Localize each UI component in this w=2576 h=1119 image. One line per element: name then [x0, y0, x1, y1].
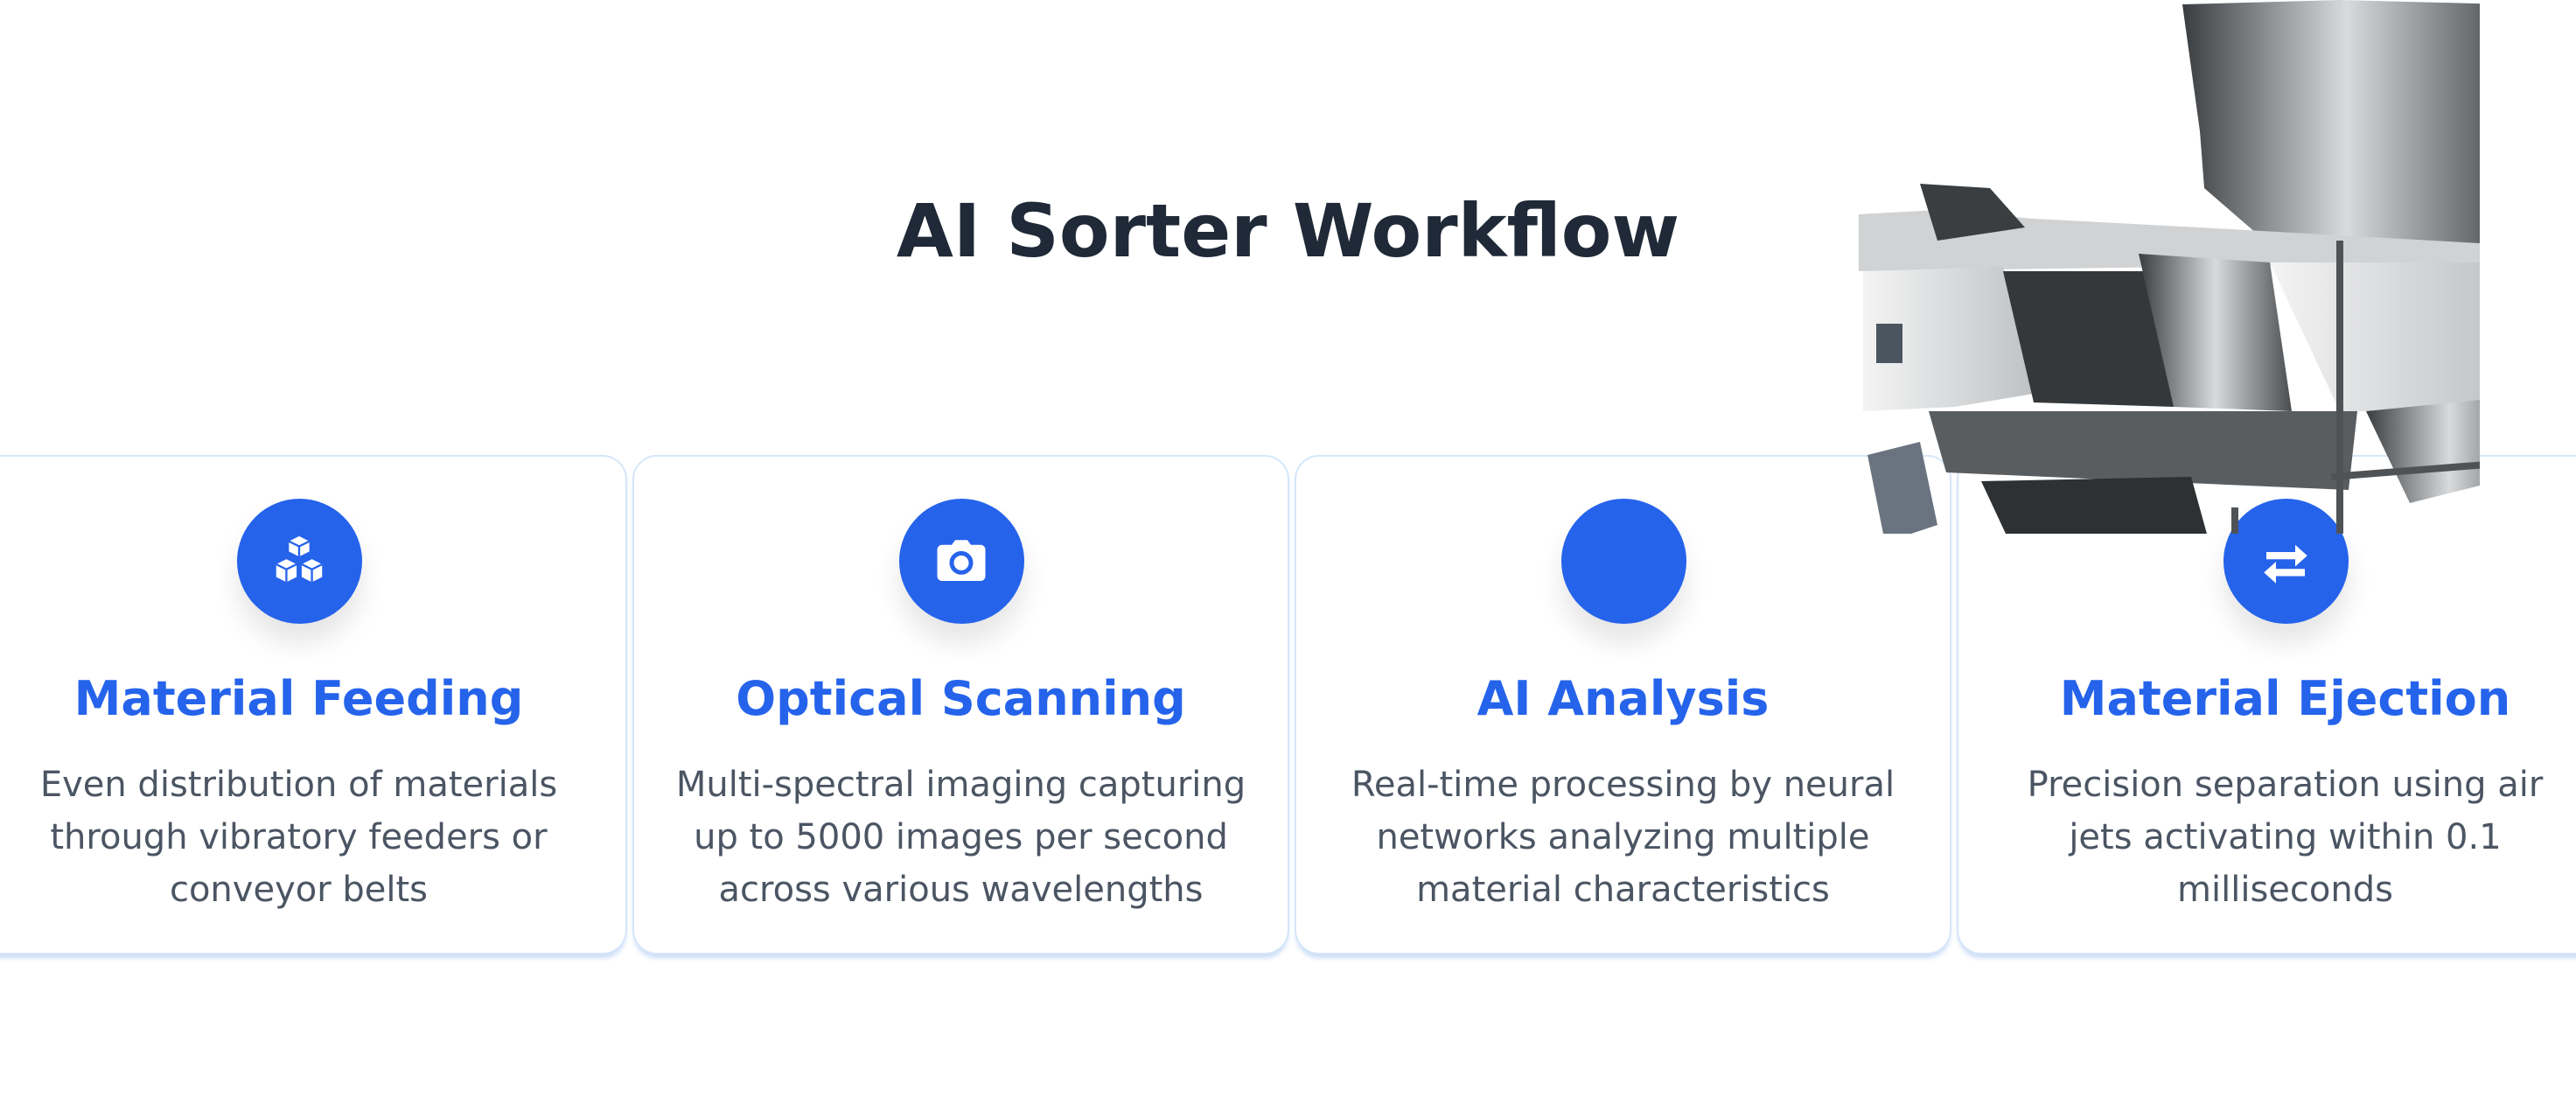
step-title: Optical Scanning: [736, 671, 1186, 726]
step-title: Material Feeding: [73, 671, 524, 726]
step-card-material-feeding: Material Feeding Even distribution of ma…: [0, 455, 627, 955]
step-card-material-ejection: Material Ejection Precision separation u…: [1957, 455, 2576, 955]
step-description: Multi-spectral imaging capturing up to 5…: [675, 765, 1246, 910]
step-card-ai-analysis: AI Analysis Real-time processing by neur…: [1295, 455, 1951, 955]
step-title: AI Analysis: [1476, 671, 1770, 726]
step-card-optical-scanning: Optical Scanning Multi-spectral imaging …: [632, 455, 1289, 955]
brain-icon: [1560, 499, 1686, 624]
exchange-arrows-icon: [2223, 499, 2349, 624]
sorter-machine-image: [1859, 0, 2480, 534]
section-title: AI Sorter Workflow: [896, 188, 1680, 274]
camera-icon: [898, 499, 1024, 624]
step-description: Even distribution of materials through v…: [39, 765, 558, 910]
step-description: Real-time processing by neural networks …: [1351, 765, 1895, 910]
workflow-steps: Material Feeding Even distribution of ma…: [0, 455, 2576, 955]
cubes-icon: [236, 499, 362, 624]
step-description: Precision separation using air jets acti…: [2027, 765, 2544, 910]
step-title: Material Ejection: [2059, 671, 2511, 726]
